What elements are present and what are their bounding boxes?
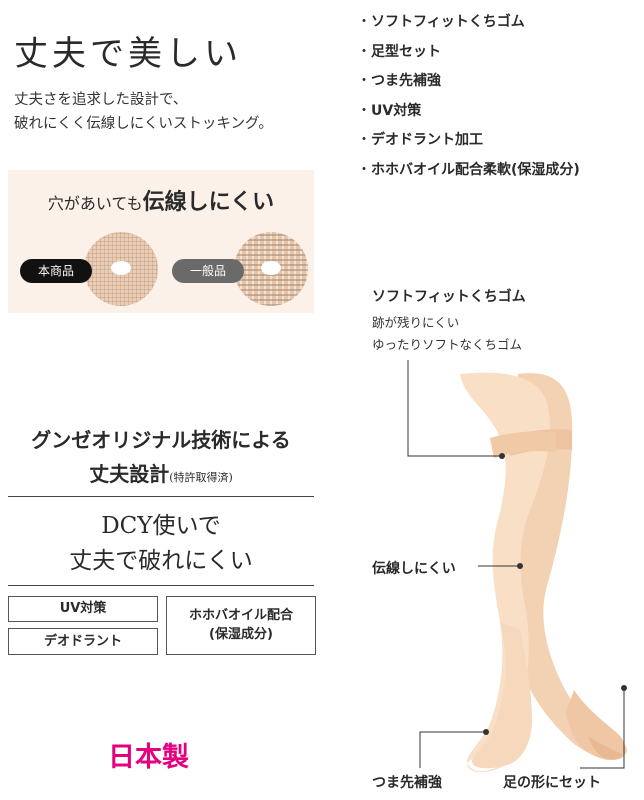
callout-line-heel xyxy=(580,688,625,769)
feature-item: 足型セット xyxy=(357,38,580,68)
callout-toe-reinforced: つま先補強 xyxy=(372,775,442,791)
hole-icon xyxy=(111,261,131,275)
callout-soft-fit-desc-line-1: 跡が残りにくい xyxy=(372,315,460,330)
front-foot xyxy=(472,622,532,769)
dcy-heading-line-2: 丈夫で破れにくい xyxy=(69,548,253,574)
label-general: 一般品 xyxy=(172,259,244,283)
divider-bottom xyxy=(8,585,314,586)
callout-dot-welt xyxy=(499,453,505,459)
fabric-sample-ours xyxy=(84,232,158,306)
callout-dot-heel xyxy=(621,685,627,691)
divider-top xyxy=(8,496,314,497)
feature-item: つま先補強 xyxy=(357,67,580,97)
tech-heading-line-2: 丈夫設計(特許取得済) xyxy=(8,458,314,487)
dcy-heading-line-1: DCY使いで xyxy=(101,513,221,539)
callout-soft-fit-desc-line-2: ゆったりソフトなくちゴム xyxy=(372,337,523,352)
fabric-sample-general xyxy=(234,232,308,306)
hole-icon xyxy=(261,261,281,275)
patent-note: (特許取得済) xyxy=(169,471,233,484)
callout-foot-shape-set: 足の形にセット xyxy=(503,775,601,791)
welt-band-back xyxy=(490,431,556,458)
feature-item: デオドラント加工 xyxy=(357,126,580,156)
callout-line-toe xyxy=(419,731,486,768)
legs-illustration xyxy=(407,360,627,773)
feature-item: ホホバオイル配合柔軟(保湿成分) xyxy=(357,156,580,186)
callout-dot-toe xyxy=(483,729,489,735)
spec-uv-box: UV対策 xyxy=(8,596,158,622)
callout-line-welt xyxy=(407,360,502,457)
made-in-japan: 日本製 xyxy=(108,742,189,773)
tech-heading-line-1: グンゼオリジナル技術による xyxy=(31,428,291,452)
spec-oil-box: ホホバオイル配合 (保湿成分) xyxy=(166,596,316,655)
callout-run-resistant: 伝線しにくい xyxy=(372,561,456,577)
spec-oil-line-1: ホホバオイル配合 xyxy=(188,608,293,623)
label-ours: 本商品 xyxy=(20,259,92,283)
subtitle-line-1: 丈夫さを追求した設計で、 xyxy=(14,92,188,108)
callout-soft-fit-desc: 跡が残りにくい ゆったりソフトなくちゴム xyxy=(372,312,522,356)
comparison-title: 穴があいても伝線しにくい xyxy=(8,184,314,216)
feature-item: ソフトフィットくちゴム xyxy=(357,8,580,38)
spec-oil-line-2: (保湿成分) xyxy=(209,627,273,642)
subtitle-line-2: 破れにくく伝線しにくいストッキング。 xyxy=(14,116,273,132)
comparison-panel: 穴があいても伝線しにくい 本商品 一般品 xyxy=(8,170,314,313)
spec-deodorant-box: デオドラント xyxy=(8,628,158,655)
headline: 丈夫で美しい xyxy=(14,34,242,74)
back-foot xyxy=(566,690,626,761)
callout-dot-run xyxy=(517,563,523,569)
feature-list: ソフトフィットくちゴム 足型セット つま先補強 UV対策 デオドラント加工 ホホ… xyxy=(357,8,580,185)
feature-item: UV対策 xyxy=(357,97,580,127)
comparison-title-big: 伝線しにくい xyxy=(142,189,275,215)
subtitle: 丈夫さを追求した設計で、 破れにくく伝線しにくいストッキング。 xyxy=(14,88,273,136)
comparison-title-small: 穴があいても xyxy=(47,194,143,213)
callout-soft-fit-title: ソフトフィットくちゴム xyxy=(372,289,526,305)
front-leg xyxy=(460,372,551,773)
toe-reinforcement xyxy=(588,736,622,760)
tech-heading-main: 丈夫設計 xyxy=(89,462,170,486)
